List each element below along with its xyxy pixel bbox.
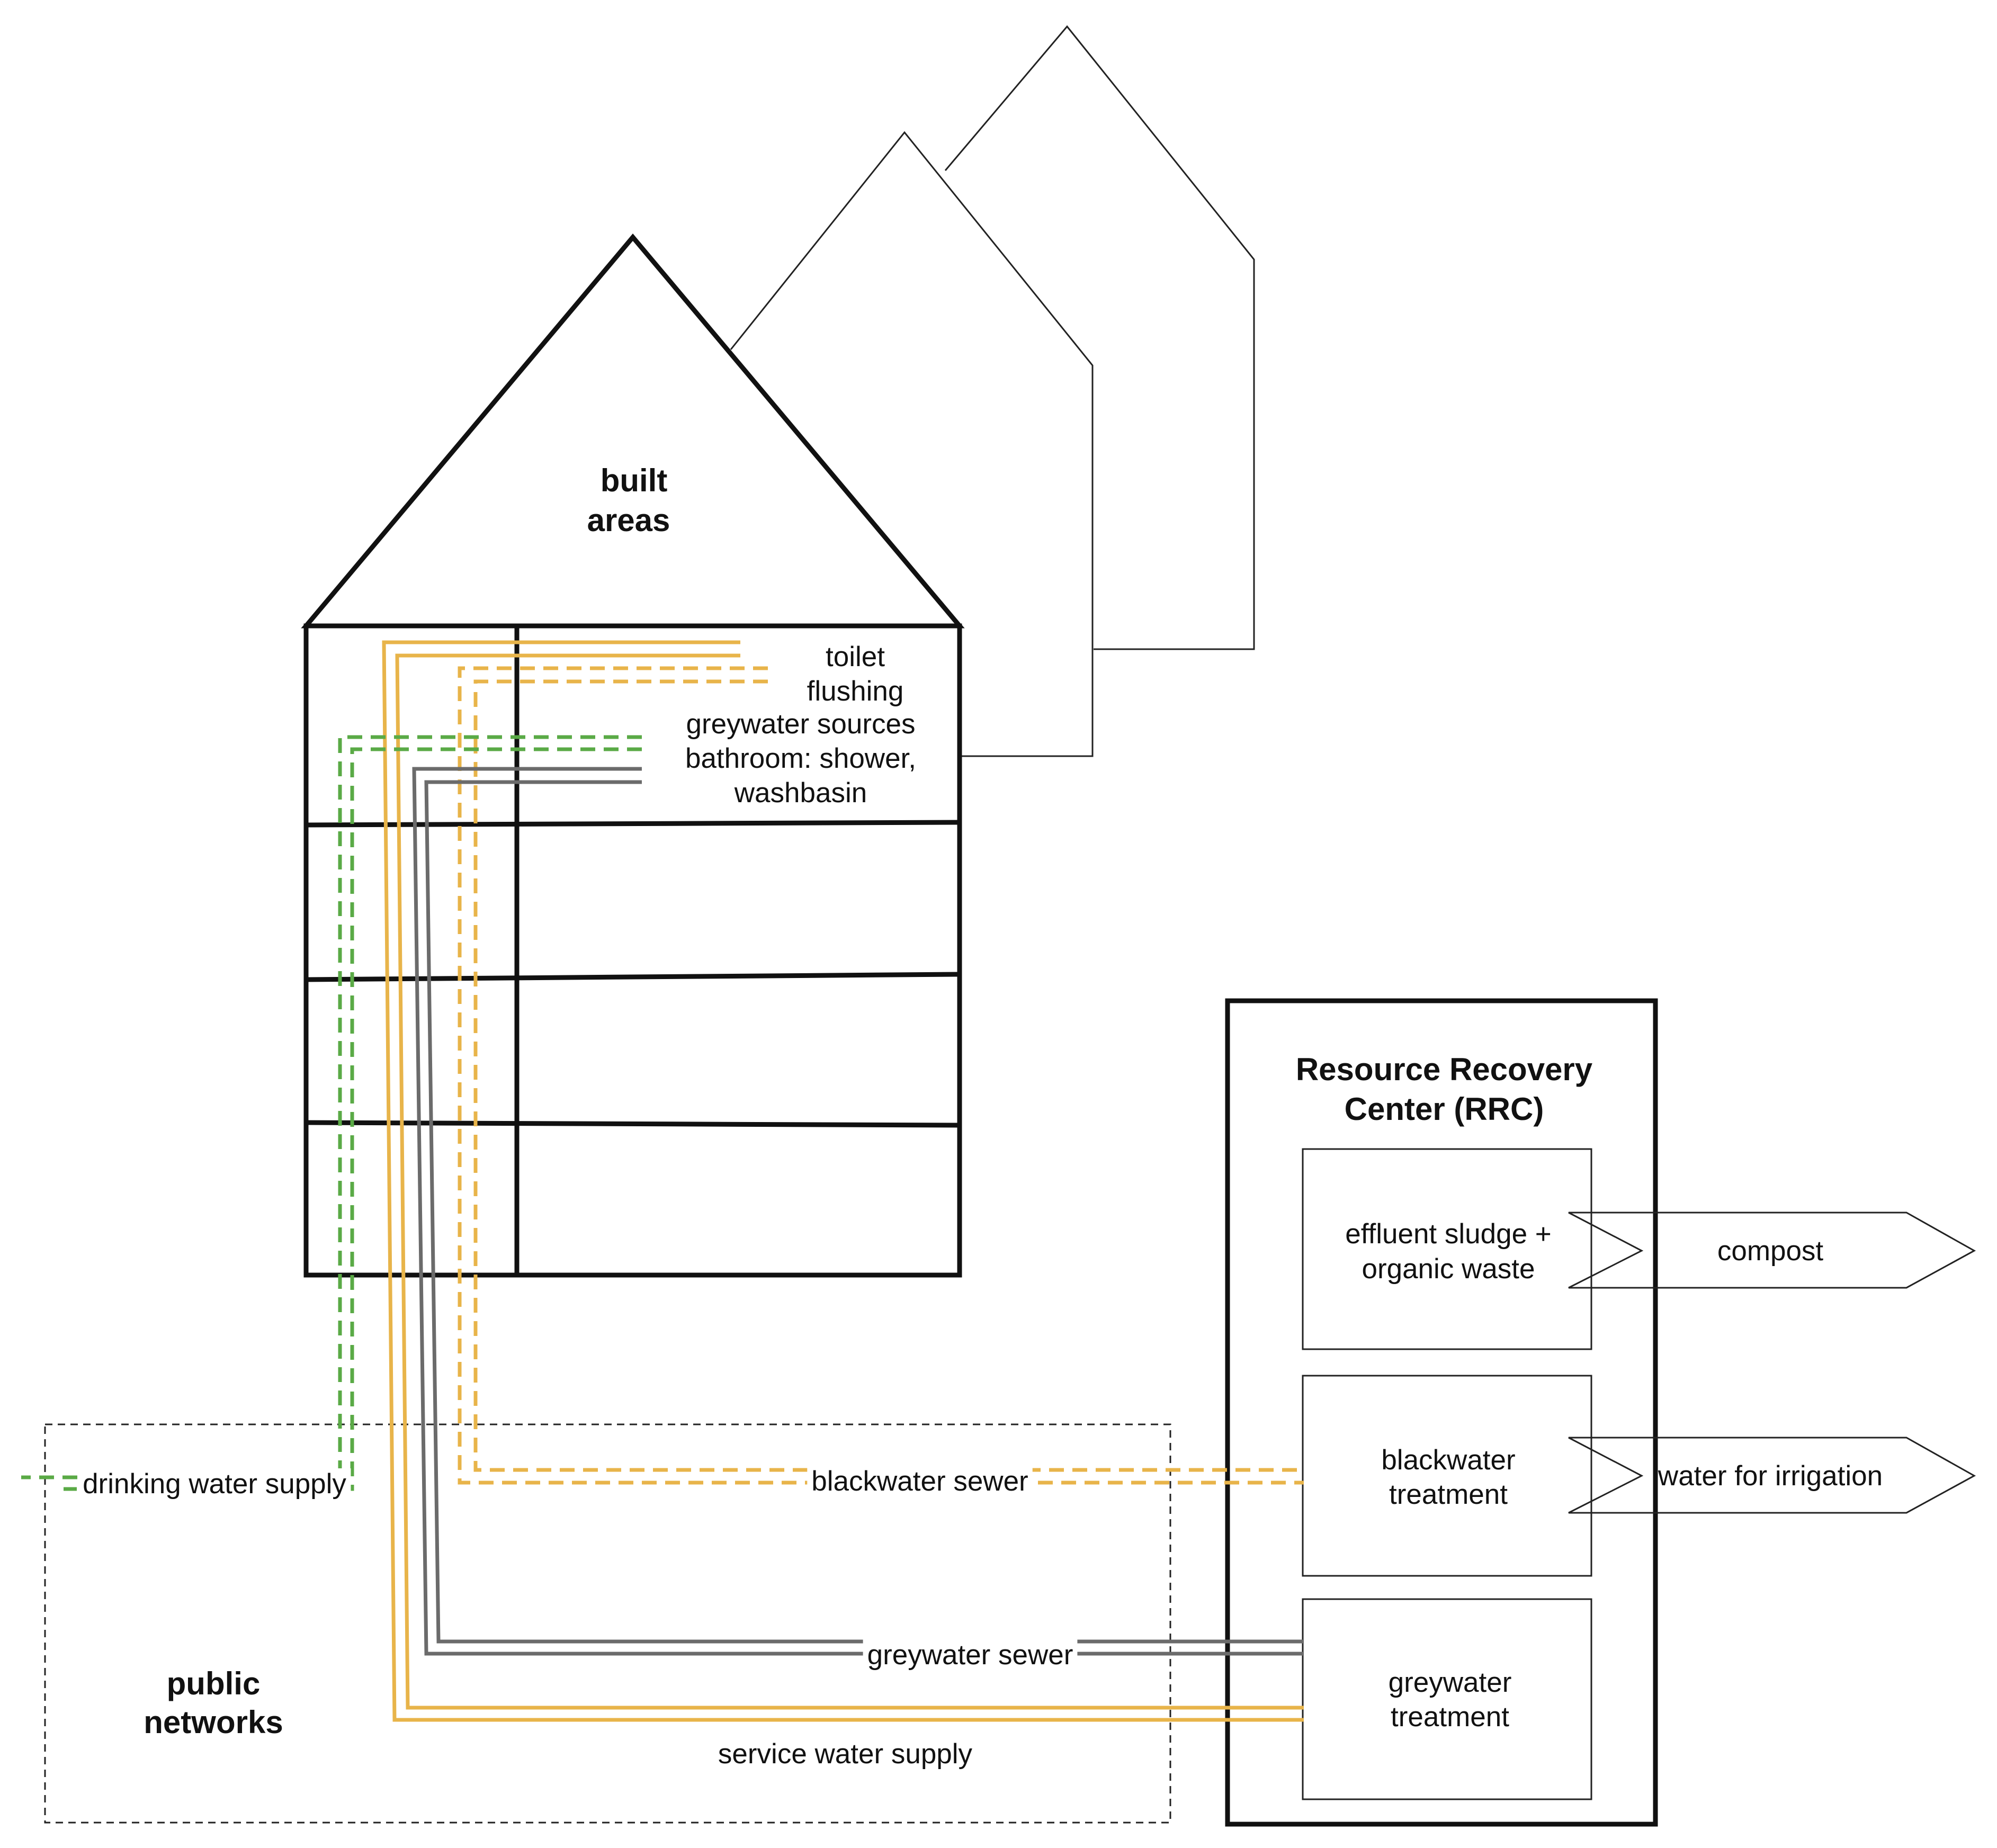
rrc-container	[1225, 998, 1658, 1827]
blackwater-pipe-outer	[458, 666, 1304, 1485]
compost-label: compost	[1717, 1235, 1824, 1267]
label-backings	[78, 1466, 1078, 1770]
effluent-sludge-label-line2: organic waste	[1362, 1253, 1535, 1285]
drinking-water-pipe-inner	[64, 747, 642, 1491]
greywater-pipe-inner	[424, 780, 1304, 1644]
greywater-sewer-label: greywater sewer	[867, 1639, 1073, 1671]
service-water-supply-label: service water supply	[718, 1738, 973, 1770]
greywater-treatment-label-line2: treatment	[1391, 1701, 1509, 1733]
blackwater-sewer-label: blackwater sewer	[811, 1466, 1028, 1497]
pipes	[21, 640, 1304, 1722]
blackwater-treatment-label-line1: blackwater	[1381, 1445, 1515, 1476]
blackwater-treatment-box	[1302, 1375, 1592, 1577]
toilet-flushing-label-line2: flushing	[807, 676, 904, 707]
compost-arrow	[1568, 1212, 1976, 1289]
rrc-title-line1: Resource Recovery	[1296, 1052, 1593, 1087]
toilet-flushing-label-line1: toilet	[826, 641, 885, 672]
effluent-sludge-label-line1: effluent sludge +	[1345, 1218, 1551, 1250]
greywater-sources-label-line2: bathroom: shower,	[685, 743, 916, 774]
built-areas-label-line1: built	[601, 463, 668, 498]
drinking-water-supply-label: drinking water supply	[83, 1468, 346, 1500]
main-house-roof	[301, 234, 965, 629]
public-networks-label-line2: networks	[144, 1705, 283, 1740]
back-house-2	[944, 25, 1255, 650]
floor-divider-3	[306, 1120, 960, 1128]
label-backing	[807, 1466, 1033, 1497]
greywater-treatment-label-line1: greywater	[1389, 1667, 1512, 1698]
greywater-treatment-box	[1302, 1598, 1592, 1800]
greywater-sources-label-line1: greywater sources	[686, 708, 915, 740]
drinking-water-pipe-outer	[21, 735, 642, 1479]
water-for-irrigation-label: water for irrigation	[1658, 1460, 1883, 1492]
floor-divider-2	[306, 972, 960, 982]
public-networks-label-line1: public	[167, 1666, 261, 1701]
labels: built areas toilet flushing greywater so…	[83, 463, 1883, 1770]
rrc-title-line2: Center (RRC)	[1345, 1091, 1544, 1127]
service-water-pipe-outer	[382, 640, 1304, 1722]
public-networks-area	[44, 1423, 1171, 1824]
greywater-sources-label-line3: washbasin	[734, 777, 867, 809]
main-house	[301, 234, 965, 1278]
blackwater-treatment-label-line2: treatment	[1389, 1479, 1508, 1510]
built-areas-label-line2: areas	[587, 503, 670, 538]
label-backing	[78, 1468, 351, 1500]
effluent-sludge-box	[1302, 1148, 1592, 1350]
floor-divider-1	[306, 820, 960, 828]
label-backing	[713, 1738, 977, 1770]
main-house-body	[303, 623, 962, 1278]
service-water-pipe-inner	[395, 653, 1304, 1710]
back-house-1	[730, 131, 1094, 757]
label-backing	[863, 1639, 1078, 1671]
blackwater-pipe-inner	[473, 679, 1304, 1472]
water-for-irrigation-arrow	[1568, 1437, 1976, 1514]
